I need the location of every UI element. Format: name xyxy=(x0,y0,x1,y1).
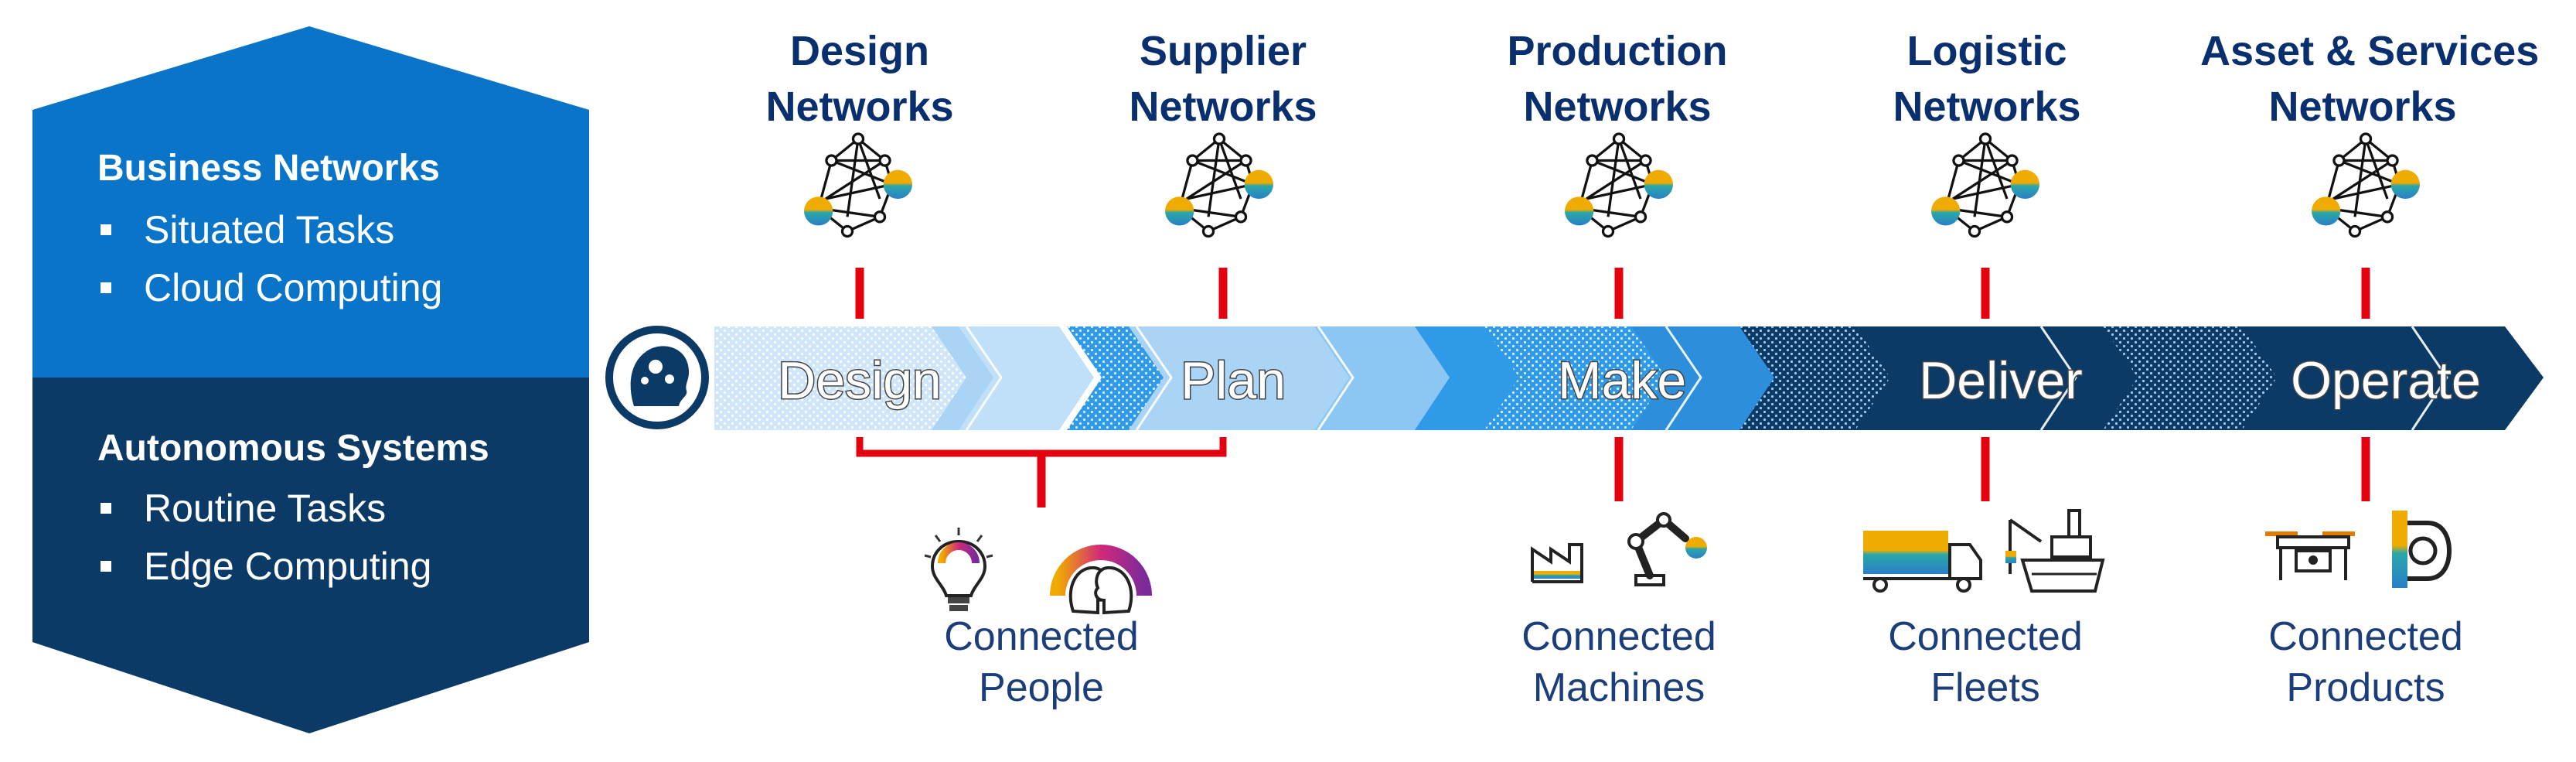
network-line1: Design xyxy=(789,28,930,74)
bullet-text: Cloud Computing xyxy=(144,266,443,309)
arrow-segment-operate xyxy=(2242,326,2544,430)
connected-line1: Connected xyxy=(944,614,1139,659)
bullet-edge-computing: Edge Computing xyxy=(101,544,431,589)
arrow-segment-deliver-pattern xyxy=(1739,326,1906,430)
brain-gears-head-icon xyxy=(605,326,709,429)
network-line2: Networks xyxy=(1893,84,2081,130)
bullet-text: Edge Computing xyxy=(144,545,432,588)
connected-line1: Connected xyxy=(1521,614,1716,659)
network-line1: Asset & Services xyxy=(2200,28,2540,74)
connected-label-products: Connected Products xyxy=(2203,611,2528,713)
stage-label-make: Make xyxy=(1556,350,1687,412)
network-line2: Networks xyxy=(1523,84,1712,130)
arrow-chevron xyxy=(1129,326,1349,430)
network-line1: Production xyxy=(1507,28,1728,74)
red-connectors xyxy=(855,268,2370,507)
cargo-ship-icon xyxy=(2005,509,2105,593)
bullet-text: Situated Tasks xyxy=(144,208,395,251)
drone-icon xyxy=(2265,531,2355,580)
hexagon-upper-panel xyxy=(32,26,589,378)
stage-label-plan: Plan xyxy=(1179,350,1286,412)
hexagon-shape xyxy=(32,26,589,733)
network-line1: Supplier xyxy=(1139,28,1307,74)
connected-line2: People xyxy=(979,665,1104,710)
arrow-chevron xyxy=(959,326,1094,430)
stage-label-operate: Operate xyxy=(2290,350,2482,412)
truck-icon xyxy=(1863,531,1982,593)
business-networks-title: Business Networks xyxy=(97,148,440,189)
arrow-chevron xyxy=(1631,326,1790,430)
network-label-design: Design Networks xyxy=(697,23,1022,135)
bullet-routine-tasks: Routine Tasks xyxy=(101,486,386,531)
robot-arm-icon xyxy=(1627,512,1707,586)
bullet-square xyxy=(101,282,111,293)
network-label-logistic: Logistic Networks xyxy=(1825,23,2149,135)
network-graph-icon xyxy=(2312,132,2420,238)
smart-device-icon xyxy=(2392,511,2452,588)
network-graph-icon xyxy=(1165,132,1273,238)
hexagon-lower-panel xyxy=(32,378,589,733)
connected-line1: Connected xyxy=(1888,614,2083,659)
connected-label-people: Connected People xyxy=(879,611,1204,713)
bullet-situated-tasks: Situated Tasks xyxy=(101,207,394,252)
factory-icon xyxy=(1531,543,1583,583)
process-arrow-band xyxy=(714,326,2544,431)
arrow-segment-deliver xyxy=(1855,326,2091,430)
network-graph-icon xyxy=(1565,132,1673,238)
bullet-text: Routine Tasks xyxy=(144,487,387,530)
stage-label-design: Design xyxy=(777,350,943,412)
autonomous-systems-title: Autonomous Systems xyxy=(97,428,489,469)
network-line2: Networks xyxy=(2268,84,2457,130)
arrow-segment-make xyxy=(1484,326,1697,430)
network-label-asset-services: Asset & Services Networks xyxy=(2200,23,2540,135)
connected-line2: Fleets xyxy=(1930,665,2040,710)
bullet-square xyxy=(101,224,111,235)
two-heads-icon xyxy=(1050,545,1152,615)
network-line1: Logistic xyxy=(1906,28,2067,74)
connected-line2: Machines xyxy=(1532,665,1705,710)
bullet-cloud-computing: Cloud Computing xyxy=(101,265,442,310)
network-graph-icon xyxy=(804,132,912,238)
network-line2: Networks xyxy=(1129,84,1317,130)
lightbulb-idea-icon xyxy=(924,528,993,611)
connected-line2: Products xyxy=(2286,665,2445,710)
connected-label-machines: Connected Machines xyxy=(1457,611,1781,713)
arrow-segment-operate-pattern xyxy=(2103,326,2300,430)
connected-label-fleets: Connected Fleets xyxy=(1823,611,2148,713)
bullet-square xyxy=(101,503,111,514)
connected-line1: Connected xyxy=(2268,614,2463,659)
network-label-supplier: Supplier Networks xyxy=(1061,23,1385,135)
network-label-production: Production Networks xyxy=(1455,23,1780,135)
network-line2: Networks xyxy=(765,84,954,130)
stage-label-deliver: Deliver xyxy=(1918,350,2084,412)
bullet-square xyxy=(101,561,111,572)
network-graph-icon xyxy=(1931,132,2039,238)
